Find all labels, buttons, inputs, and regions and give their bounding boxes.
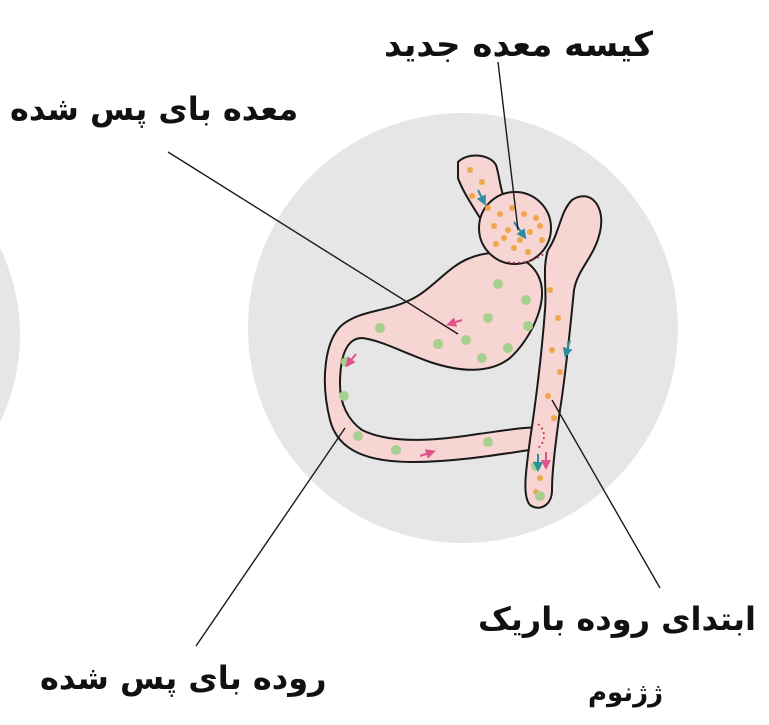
label-small-intestine-start: ابتدای روده باریک [478,603,756,635]
label-bypassed-intestine: روده بای پس شده [40,662,327,694]
background-disc-partial [0,135,20,535]
label-bypassed-stomach: معده بای پس شده [10,93,298,125]
label-new-stomach-pouch: کیسه معده جدید [384,28,653,62]
leader-bypassed-intestine [196,428,345,646]
watermark-text: ژژنوم [588,680,663,706]
